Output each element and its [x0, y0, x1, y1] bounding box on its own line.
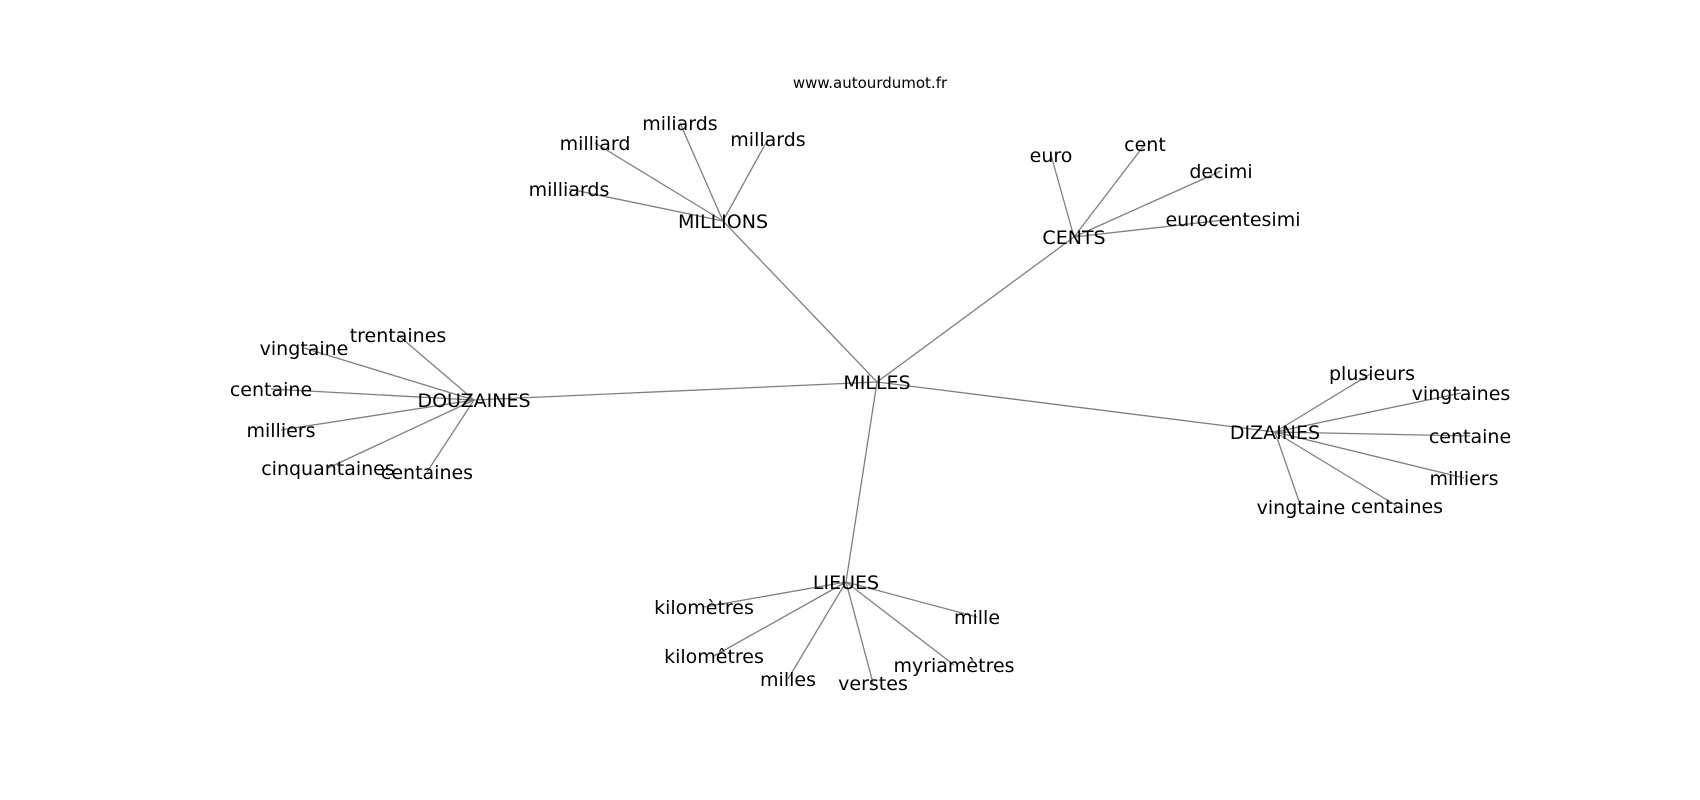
leaf-node-label: euro	[1030, 145, 1073, 167]
edge-dizaines-to-leaf	[1274, 372, 1373, 433]
edge-root-to-millions	[722, 220, 878, 383]
edge-root-to-lieues	[845, 381, 878, 583]
leaf-node-label: milliard	[560, 133, 631, 155]
leaf-node-label: decimi	[1189, 161, 1252, 183]
edge-douzaines-to-leaf	[303, 347, 475, 401]
edge-millions-to-leaf	[594, 142, 724, 222]
leaf-node-label: millards	[730, 129, 805, 151]
edge-douzaines-to-leaf	[280, 399, 475, 431]
edge-lieues-to-leaf	[845, 581, 955, 666]
leaf-node-label: vingtaine	[260, 338, 349, 360]
edge-douzaines-to-leaf	[426, 399, 475, 473]
leaf-node-label: miliards	[642, 113, 717, 135]
edge-douzaines-to-leaf	[397, 334, 475, 401]
edge-lieues-to-leaf	[713, 581, 847, 657]
edge-dizaines-to-leaf	[1274, 431, 1471, 437]
leaf-node-label: plusieurs	[1329, 363, 1415, 385]
edge-lieues-to-leaf	[845, 581, 874, 684]
leaf-node-label: kilomètres	[654, 597, 754, 619]
edge-cents-to-leaf	[1073, 170, 1222, 238]
edge-millions-to-leaf	[679, 122, 724, 222]
root-node-label: MILLES	[843, 372, 910, 394]
edge-cents-to-leaf	[1050, 154, 1075, 238]
edge-dizaines-to-leaf	[1274, 431, 1465, 479]
leaf-node-label: kilomêtres	[664, 646, 764, 668]
leaf-node-label: verstes	[838, 673, 908, 695]
labels-layer: MILLES MILLIONS milliards milliard miliards m…	[230, 113, 1511, 695]
leaf-node-label: vingtaine	[1257, 497, 1346, 519]
leaf-node-label: cent	[1124, 134, 1166, 156]
leaf-node-label: centaine	[1429, 426, 1511, 448]
leaf-node-label: milliers	[246, 420, 315, 442]
hub-node-label: DOUZAINES	[417, 390, 530, 412]
hub-node-label: LIEUES	[813, 572, 879, 594]
edge-cents-to-leaf	[1073, 143, 1146, 238]
leaf-node-label: mille	[954, 607, 1000, 629]
hub-node-label: DIZAINES	[1230, 422, 1320, 444]
edge-dizaines-to-leaf	[1274, 431, 1398, 507]
leaf-node-label: vingtaines	[1412, 383, 1511, 405]
edge-lieues-to-leaf	[787, 581, 847, 680]
leaf-node-label: milliers	[1429, 468, 1498, 490]
edge-root-to-douzaines	[473, 381, 878, 401]
edge-root-to-dizaines	[876, 381, 1276, 433]
edge-lieues-to-leaf	[703, 581, 847, 608]
leaf-node-label: centaines	[1351, 496, 1443, 518]
edge-douzaines-to-leaf	[327, 399, 475, 469]
edge-lieues-to-leaf	[845, 581, 978, 618]
edge-root-to-cents	[876, 236, 1075, 383]
hub-node-label: CENTS	[1042, 227, 1105, 249]
edge-millions-to-leaf	[568, 188, 724, 222]
edge-douzaines-to-leaf	[270, 388, 475, 401]
edges-layer	[270, 122, 1471, 684]
edge-cents-to-leaf	[1073, 218, 1234, 238]
leaf-node-label: myriamètres	[893, 655, 1014, 677]
leaf-node-label: centaines	[381, 462, 473, 484]
hub-node-label: MILLIONS	[678, 211, 768, 233]
edge-millions-to-leaf	[722, 138, 769, 222]
edge-dizaines-to-leaf	[1274, 392, 1462, 433]
leaf-node-label: centaine	[230, 379, 312, 401]
leaf-node-label: trentaines	[350, 325, 447, 347]
edge-dizaines-to-leaf	[1274, 431, 1302, 508]
leaf-node-label: cinquantaines	[261, 458, 395, 480]
leaf-node-label: eurocentesimi	[1165, 209, 1300, 231]
leaf-node-label: milles	[760, 669, 816, 691]
source-caption: www.autourdumot.fr	[793, 74, 948, 92]
leaf-node-label: milliards	[529, 179, 610, 201]
